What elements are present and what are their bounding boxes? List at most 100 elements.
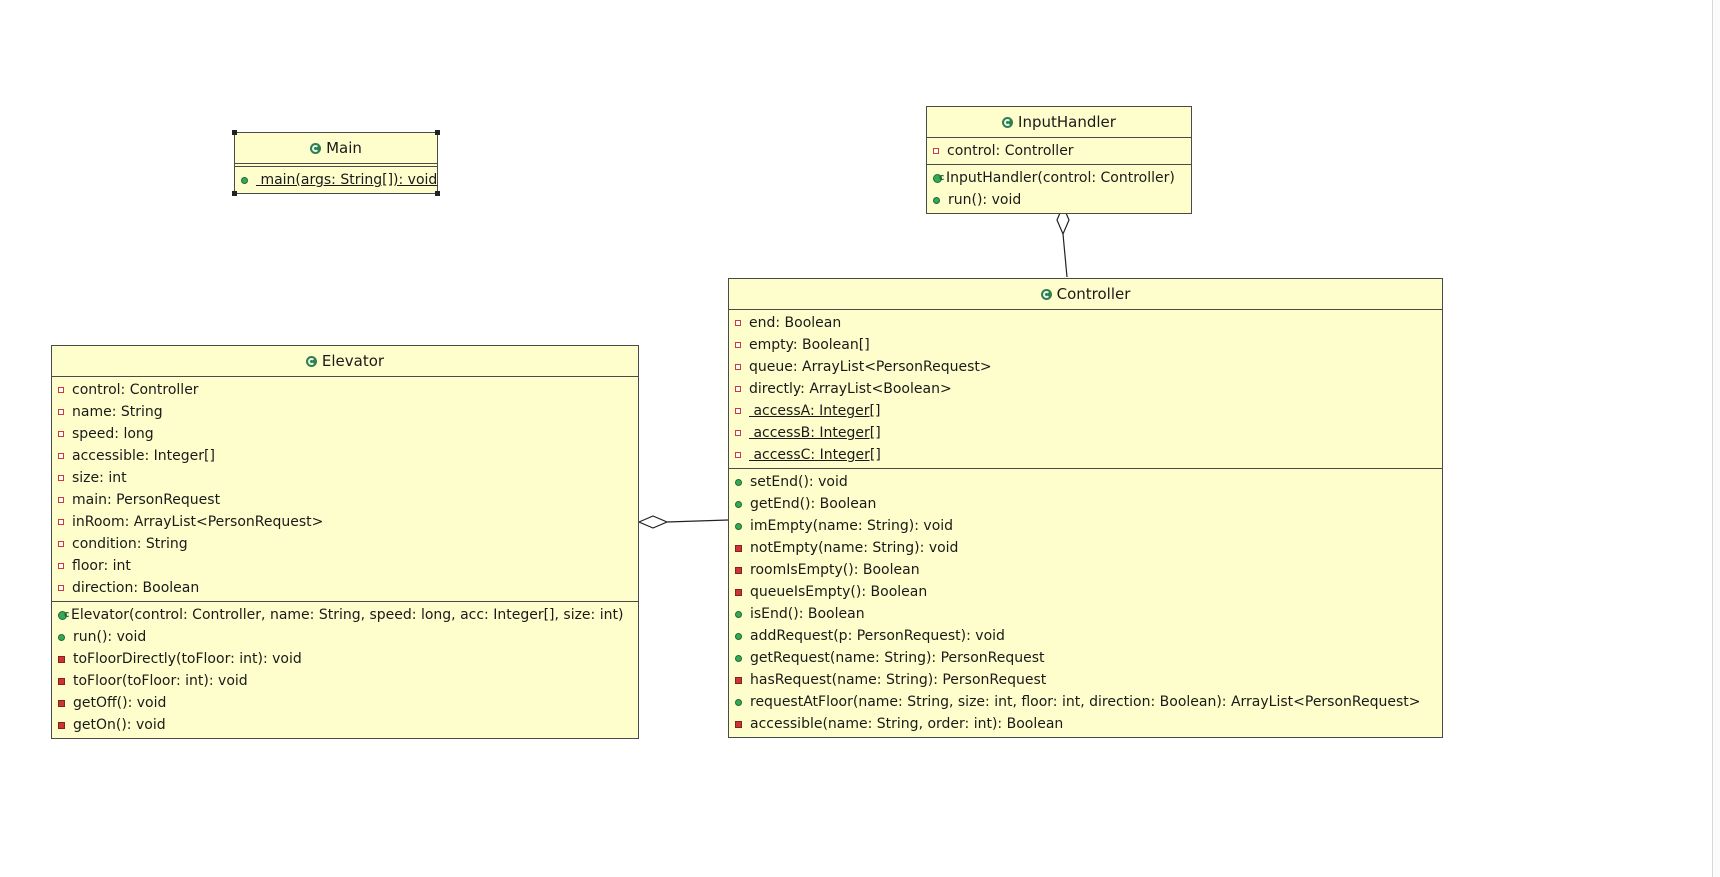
field-row[interactable]: accessC: Integer[] [729, 444, 1442, 466]
class-main[interactable]: Main main(args: String[]): void [232, 130, 440, 196]
public-method-icon [735, 500, 742, 508]
public-method-icon [735, 632, 742, 640]
private-field-icon [58, 563, 64, 569]
method-row[interactable]: notEmpty(name: String): void [729, 537, 1442, 559]
method-row[interactable]: queueIsEmpty(): Boolean [729, 581, 1442, 603]
method-row[interactable]: main(args: String[]): void [235, 169, 437, 191]
method-row[interactable]: accessible(name: String, order: int): Bo… [729, 713, 1442, 735]
class-header: Elevator [52, 346, 638, 377]
field-row[interactable]: end: Boolean [729, 312, 1442, 334]
method-row[interactable]: getRequest(name: String): PersonRequest [729, 647, 1442, 669]
public-method-icon [735, 478, 742, 486]
vertical-scrollbar[interactable] [1712, 0, 1720, 877]
private-field-icon [735, 408, 741, 414]
private-method-icon [58, 699, 65, 707]
field-row[interactable]: directly: ArrayList<Boolean> [729, 378, 1442, 400]
field-row[interactable]: main: PersonRequest [52, 489, 638, 511]
field-section: control: Controller [927, 138, 1191, 164]
private-field-icon [58, 409, 64, 415]
field-label: control: Controller [72, 382, 199, 398]
selection-handle[interactable] [435, 130, 440, 135]
field-row[interactable]: accessible: Integer[] [52, 445, 638, 467]
class-name: Main [326, 139, 362, 157]
field-row[interactable]: speed: long [52, 423, 638, 445]
method-row[interactable]: hasRequest(name: String): PersonRequest [729, 669, 1442, 691]
field-row[interactable]: size: int [52, 467, 638, 489]
method-label: Elevator(control: Controller, name: Stri… [71, 607, 624, 623]
field-label: name: String [72, 404, 163, 420]
field-label: direction: Boolean [72, 580, 200, 596]
method-row[interactable]: run(): void [52, 626, 638, 648]
field-row[interactable]: floor: int [52, 555, 638, 577]
method-label: isEnd(): Boolean [750, 606, 865, 622]
class-header: Main [235, 133, 437, 164]
aggregation-elevator-controller[interactable] [637, 515, 729, 529]
method-label: roomIsEmpty(): Boolean [750, 562, 920, 578]
field-label: queue: ArrayList<PersonRequest> [749, 359, 992, 375]
method-row[interactable]: setEnd(): void [729, 471, 1442, 493]
private-field-icon [58, 519, 64, 525]
field-row[interactable]: inRoom: ArrayList<PersonRequest> [52, 511, 638, 533]
constructor-icon [58, 604, 69, 626]
method-row[interactable]: Elevator(control: Controller, name: Stri… [52, 604, 638, 626]
method-section: InputHandler(control: Controller) run(): … [927, 164, 1191, 213]
field-label: directly: ArrayList<Boolean> [749, 381, 952, 397]
method-label: getOn(): void [73, 717, 166, 733]
field-row[interactable]: control: Controller [927, 140, 1191, 162]
method-row[interactable]: imEmpty(name: String): void [729, 515, 1442, 537]
method-label: queueIsEmpty(): Boolean [750, 584, 928, 600]
method-row[interactable]: getEnd(): Boolean [729, 493, 1442, 515]
class-elevator[interactable]: Elevator control: Controller name: String… [51, 345, 639, 739]
class-inputhandler[interactable]: InputHandler control: Controller InputHa… [926, 106, 1192, 214]
method-row[interactable]: getOff(): void [52, 692, 638, 714]
public-method-icon [241, 176, 248, 184]
class-icon [1002, 116, 1014, 128]
field-label: main: PersonRequest [72, 492, 221, 508]
public-method-icon [735, 654, 742, 662]
method-row[interactable]: roomIsEmpty(): Boolean [729, 559, 1442, 581]
method-row[interactable]: run(): void [927, 189, 1191, 211]
field-section: end: Boolean empty: Boolean[] queue: Array… [729, 310, 1442, 468]
public-method-icon [735, 698, 742, 706]
selection-handle[interactable] [435, 191, 440, 196]
method-label: getOff(): void [73, 695, 167, 711]
field-row[interactable]: queue: ArrayList<PersonRequest> [729, 356, 1442, 378]
field-row[interactable]: condition: String [52, 533, 638, 555]
field-row[interactable]: accessB: Integer[] [729, 422, 1442, 444]
private-method-icon [735, 676, 742, 684]
field-row[interactable]: empty: Boolean[] [729, 334, 1442, 356]
selection-handle[interactable] [232, 130, 237, 135]
field-label: accessC: Integer[] [749, 447, 881, 463]
field-label: floor: int [72, 558, 131, 574]
field-label: accessB: Integer[] [749, 425, 881, 441]
private-field-icon [735, 342, 741, 348]
method-row[interactable]: InputHandler(control: Controller) [927, 167, 1191, 189]
method-row[interactable]: toFloor(toFloor: int): void [52, 670, 638, 692]
method-row[interactable]: requestAtFloor(name: String, size: int, … [729, 691, 1442, 713]
aggregation-diamond [637, 515, 669, 529]
private-field-icon [735, 386, 741, 392]
private-method-icon [58, 721, 65, 729]
field-label: accessible: Integer[] [72, 448, 215, 464]
field-label: condition: String [72, 536, 188, 552]
field-row[interactable]: direction: Boolean [52, 577, 638, 599]
field-row[interactable]: control: Controller [52, 379, 638, 401]
method-label: run(): void [948, 192, 1022, 208]
selection-handle[interactable] [232, 191, 237, 196]
field-row[interactable]: name: String [52, 401, 638, 423]
private-method-icon [735, 588, 742, 596]
method-row[interactable]: getOn(): void [52, 714, 638, 736]
method-label: imEmpty(name: String): void [750, 518, 954, 534]
method-row[interactable]: addRequest(p: PersonRequest): void [729, 625, 1442, 647]
private-method-icon [735, 544, 742, 552]
method-row[interactable]: isEnd(): Boolean [729, 603, 1442, 625]
method-label: notEmpty(name: String): void [750, 540, 959, 556]
aggregation-inputhandler-controller[interactable] [1056, 204, 1070, 278]
field-label: end: Boolean [749, 315, 842, 331]
private-field-icon [58, 475, 64, 481]
method-row[interactable]: toFloorDirectly(toFloor: int): void [52, 648, 638, 670]
field-label: accessA: Integer[] [749, 403, 881, 419]
field-row[interactable]: accessA: Integer[] [729, 400, 1442, 422]
field-label: size: int [72, 470, 127, 486]
